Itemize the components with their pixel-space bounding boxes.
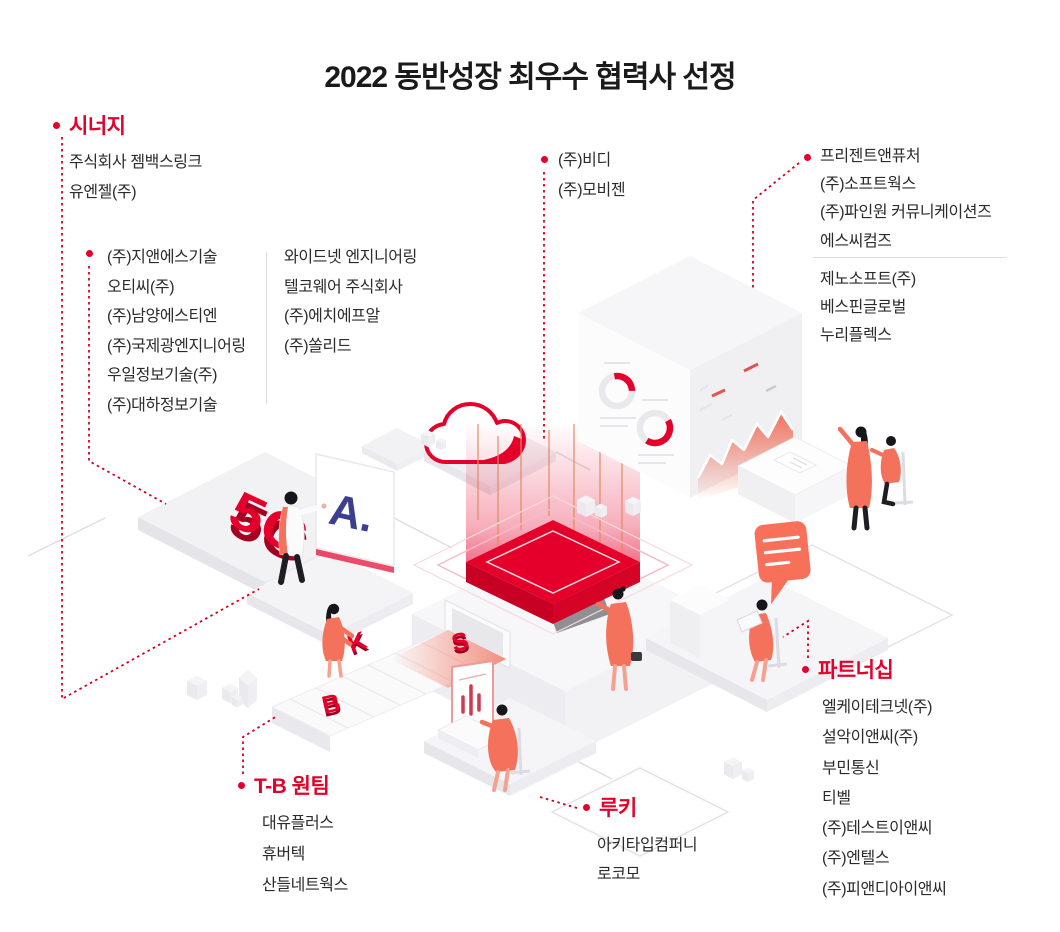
company-item: 부민통신: [822, 759, 880, 777]
company-item: 산들네트웍스: [262, 877, 348, 894]
partnership-title: 파트너십: [818, 659, 894, 682]
page-title: 2022 동반성장 최우수 협력사 선정: [324, 61, 736, 95]
vertical-divider: [266, 252, 267, 404]
company-item: (주)모비젠: [558, 182, 626, 199]
synergy-list: 주식회사 젬백스링크 유엔젤(주): [69, 148, 202, 208]
company-item: 설악이앤씨(주): [822, 729, 918, 747]
company-item: (주)남양에스티엔: [107, 308, 218, 326]
rookie-bullet-dot: [583, 803, 590, 811]
company-item: 아키타입컴퍼니: [597, 837, 698, 854]
rookie-list: 아키타입컴퍼니 로코모: [597, 832, 698, 889]
svg-text:S: S: [450, 630, 473, 661]
company-item: 티벨: [822, 789, 851, 807]
company-item: (주)비디: [558, 152, 611, 169]
donut-chart-2: [636, 399, 674, 464]
partnership-bullet-dot: [802, 665, 809, 673]
screen-operator-person: [595, 586, 642, 691]
pointing-analyst-person: [837, 426, 872, 531]
laptop-person: [736, 599, 788, 682]
company-item: 우일정보기술(주): [107, 367, 218, 385]
svg-text:B: B: [319, 689, 343, 720]
company-item: 누리플렉스: [820, 327, 892, 345]
company-item: 엘케이테크넷(주): [822, 699, 933, 716]
presenter-person: [278, 491, 327, 585]
white-box: [670, 585, 730, 658]
section-tb-oneteam: T-B 원팀 대유플러스 휴버텍 산들네트웍스: [238, 770, 348, 901]
svg-text:B: B: [320, 691, 344, 722]
company-item: 와이드넷 엔지니어링: [284, 249, 417, 266]
belt-worker-person: [322, 603, 355, 678]
tb-oneteam-header: T-B 원팀: [238, 770, 348, 800]
mini-chart-panel: [451, 660, 494, 734]
seated-analyst-person: [870, 436, 914, 507]
company-item: (주)국제광엔지니어링: [107, 337, 246, 355]
company-item: 제노소프트(주): [820, 271, 916, 288]
section-partnership: 파트너십 엘케이테크넷(주) 설악이앤씨(주) 부민통신 티벨 (주)테스트이앤…: [802, 654, 947, 905]
presenter-platform: [247, 551, 413, 646]
synergy-title: 시너지: [69, 115, 126, 138]
center-top-bullet-dot: [541, 156, 548, 163]
company-item: 대유플러스: [262, 815, 334, 832]
svg-text:S: S: [449, 627, 472, 658]
speech-bubble-icon: [754, 521, 811, 605]
group-a-bullet-dot: [86, 250, 93, 257]
horizontal-divider: [813, 257, 1007, 258]
synergy-group-a-list: (주)지앤에스기술 오티씨(주) (주)남양에스티엔 (주)국제광엔지니어링 우…: [107, 243, 246, 421]
company-item: (주)지앤에스기술: [107, 249, 218, 266]
tb-oneteam-bullet-dot: [238, 781, 245, 789]
company-item: (주)피앤디아이앤씨: [822, 880, 947, 898]
right-top-list-a: 프리젠트앤퓨처 (주)소프트웍스 (주)파인원 커뮤니케이션즈 에스씨컴즈: [820, 143, 992, 256]
small-platform: [362, 428, 432, 471]
section-rookie: 루키 아키타입컴퍼니 로코모: [583, 792, 698, 889]
partnership-header: 파트너십: [802, 654, 946, 684]
company-item: 프리젠트앤퓨처: [820, 148, 921, 165]
company-item: 에스씨컴즈: [820, 232, 892, 250]
company-item: (주)쏠리드: [284, 337, 352, 355]
rookie-title: 루키: [599, 797, 637, 820]
donut-chart-1: [598, 362, 636, 427]
company-item: 오티씨(주): [107, 278, 175, 296]
letter-b: B B: [319, 689, 344, 723]
center-top-list: (주)비디 (주)모비젠: [558, 146, 626, 206]
company-item: (주)테스트이앤씨: [822, 820, 933, 838]
tb-oneteam-title: T-B 원팀: [254, 775, 330, 798]
partnership-list: 엘케이테크넷(주) 설악이앤씨(주) 부민통신 티벨 (주)테스트이앤씨 (주)…: [822, 693, 947, 905]
presentation-screen: A.: [315, 453, 395, 573]
company-item: 텔코웨어 주식회사: [284, 278, 403, 296]
company-item: 유엔젤(주): [69, 184, 137, 201]
section-synergy: 시너지 주식회사 젬백스링크 유엔젤(주): [53, 110, 202, 208]
company-item: (주)파인원 커뮤니케이션즈: [820, 204, 992, 222]
synergy-header: 시너지: [53, 110, 202, 140]
dashboard-cube: [578, 256, 802, 500]
connector-lines: [61, 137, 809, 809]
ai-logo: A.: [325, 485, 378, 542]
letter-s: S S: [449, 627, 472, 661]
red-cube: [412, 495, 694, 635]
company-item: (주)대하정보기술: [107, 396, 218, 414]
rookie-person: [479, 704, 531, 792]
company-item: (주)소프트웍스: [820, 176, 916, 194]
company-item: 주식회사 젬백스링크: [69, 154, 202, 171]
right-top-list-b: 제노소프트(주) 베스핀글로벌 누리플렉스: [820, 266, 916, 351]
company-item: 로코모: [597, 865, 640, 883]
synergy-group-b-list: 와이드넷 엔지니어링 텔코웨어 주식회사 (주)에치에프알 (주)쏠리드: [284, 243, 417, 361]
rookie-header: 루키: [583, 792, 697, 822]
analyst-desk: [736, 436, 854, 523]
synergy-bullet-dot: [53, 121, 60, 129]
company-item: 베스핀글로벌: [820, 299, 906, 317]
conveyor-belt: [270, 629, 508, 752]
line-chart: [696, 362, 795, 500]
company-item: 휴버텍: [262, 846, 305, 863]
tb-oneteam-list: 대유플러스 휴버텍 산들네트웍스: [262, 808, 348, 901]
company-item: (주)엔텔스: [822, 850, 890, 868]
company-item: (주)에치에프알: [284, 308, 380, 326]
right-top-bullet-dot: [804, 154, 811, 161]
